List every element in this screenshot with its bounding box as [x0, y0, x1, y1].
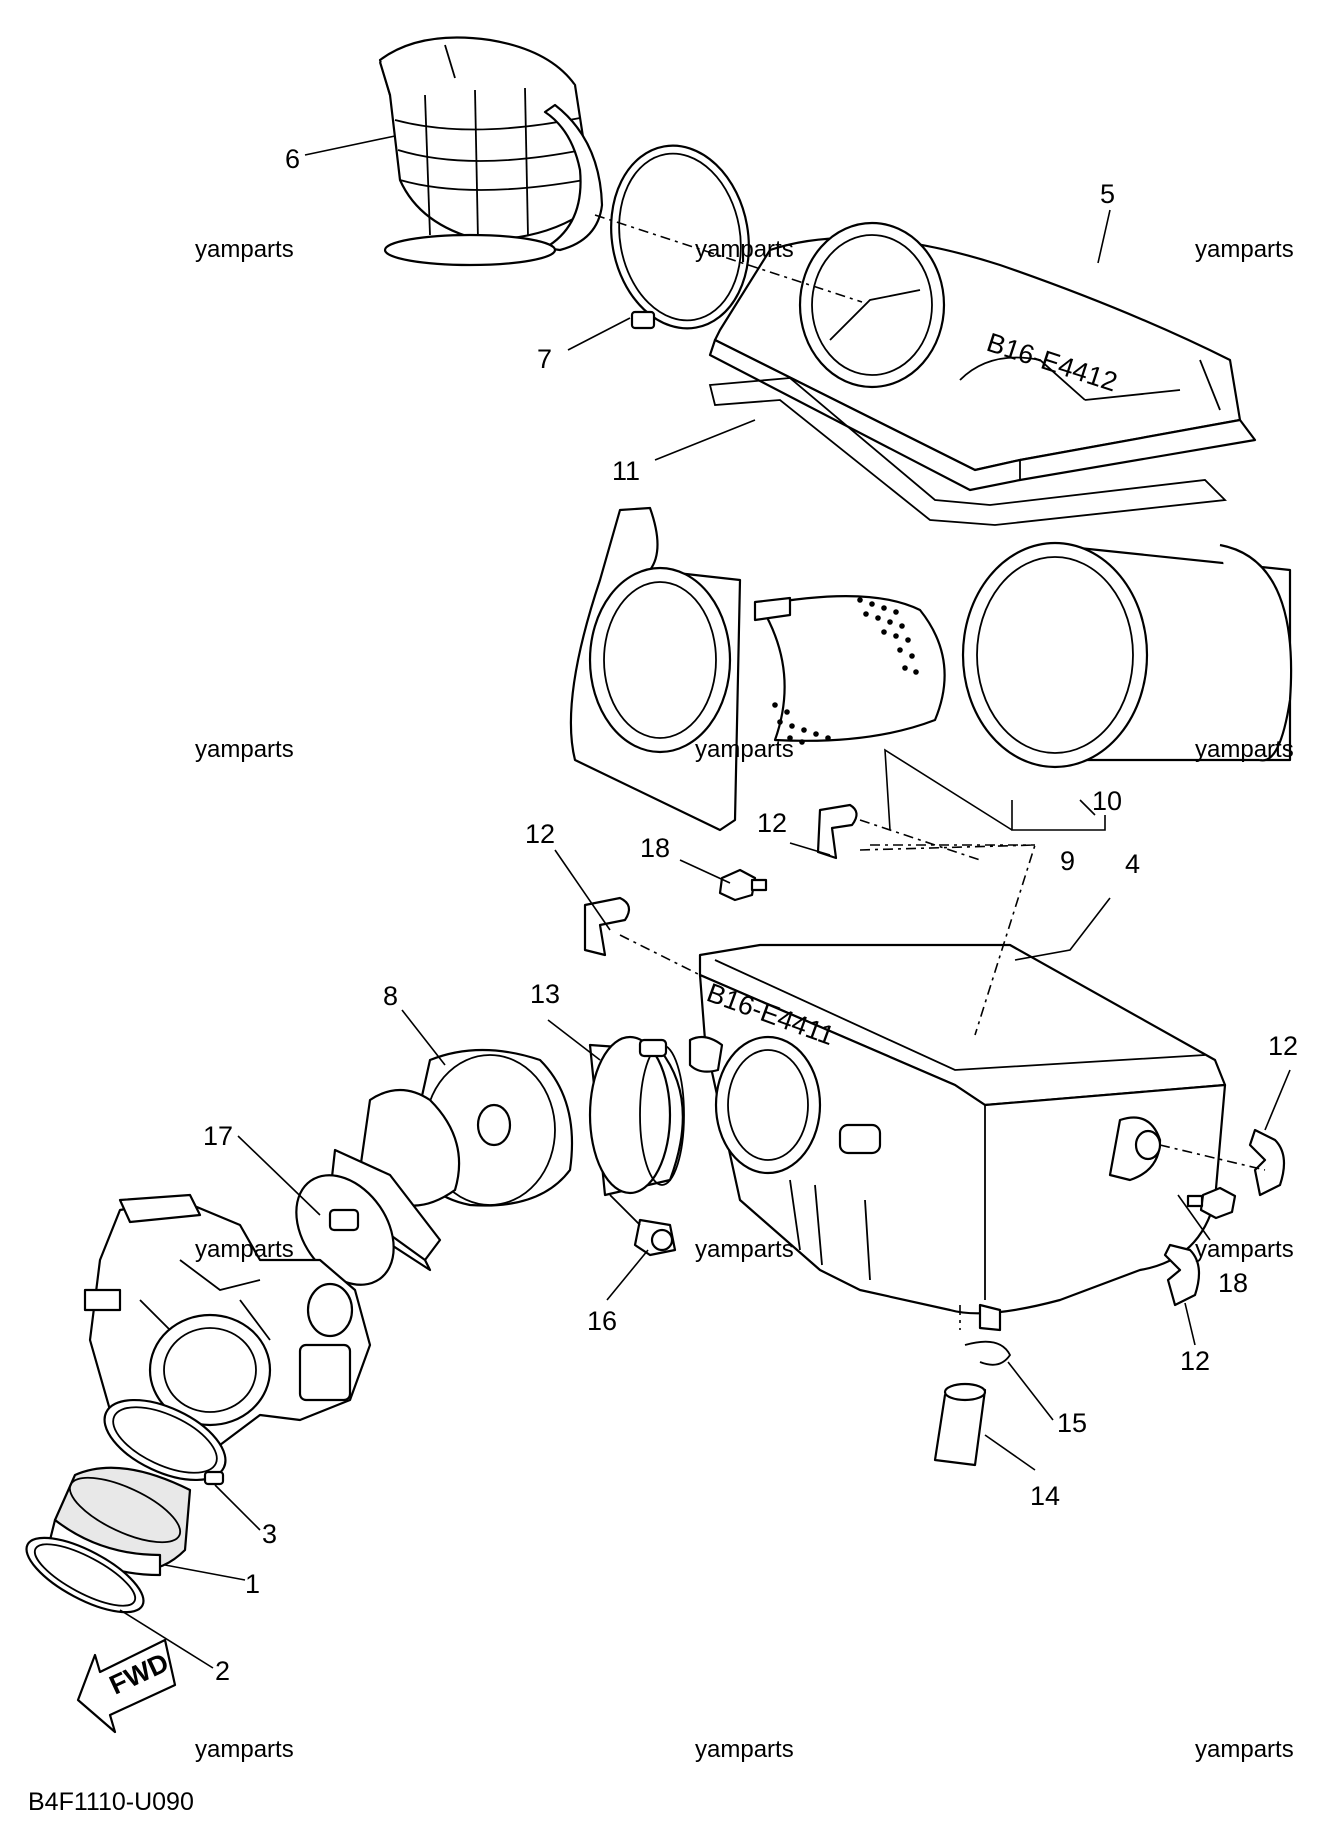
watermark: yamparts — [195, 736, 294, 763]
callout-13: 13 — [530, 979, 560, 1009]
callout-17: 17 — [203, 1121, 233, 1151]
watermark: yamparts — [195, 236, 294, 263]
callout-11: 11 — [612, 456, 640, 486]
watermark: yamparts — [195, 1736, 294, 1763]
part-9-filter-element-frame — [569, 506, 946, 832]
callout-9: 9 — [1060, 846, 1075, 876]
watermark: yamparts — [1195, 736, 1294, 763]
watermark: yamparts — [1195, 1736, 1294, 1763]
watermark: yamparts — [1195, 236, 1294, 263]
part-1-throttle-body-joint — [48, 1466, 192, 1577]
callout-12-d: 12 — [1180, 1346, 1210, 1376]
watermark: yamparts — [195, 1236, 294, 1263]
watermark: yamparts — [695, 1236, 794, 1263]
callout-16: 16 — [587, 1306, 617, 1336]
part-3-hose-clamp — [103, 1398, 227, 1486]
part-16-sensor — [609, 1194, 677, 1257]
watermark: yamparts — [695, 736, 794, 763]
filter-mesh-dots — [772, 597, 919, 745]
callout-14: 14 — [1030, 1481, 1060, 1511]
watermark: yamparts — [695, 1736, 794, 1763]
callout-3: 3 — [262, 1519, 277, 1549]
callout-18-b: 18 — [1218, 1268, 1248, 1298]
callout-7: 7 — [537, 344, 552, 374]
callout-8: 8 — [383, 981, 398, 1011]
part-13-joint — [588, 1035, 724, 1197]
callout-6: 6 — [285, 144, 300, 174]
callout-18-a: 18 — [640, 833, 670, 863]
part-15-clip — [964, 1340, 1012, 1366]
leader-lines — [119, 135, 1291, 1669]
callout-12-b: 12 — [757, 808, 787, 838]
callout-12-c: 12 — [1268, 1031, 1298, 1061]
part-12-clip-b — [816, 803, 858, 860]
part-18-bolt-a — [718, 868, 768, 902]
fwd-arrow: FWD — [76, 1638, 177, 1734]
part-7-hose-clamp — [610, 144, 750, 330]
watermarks: yamparts yamparts yamparts yamparts yamp… — [195, 236, 1294, 1763]
part-12-clip-d — [1163, 1243, 1201, 1307]
part-12-clip-a — [583, 896, 631, 957]
part-4-airbox-case: B16-E4411 — [698, 943, 1227, 1332]
diagram-code: B4F1110-U090 — [28, 1788, 194, 1816]
callout-5: 5 — [1100, 179, 1115, 209]
part-12-clip-c — [1248, 1128, 1286, 1197]
part-2-hose-clamp — [25, 1536, 145, 1614]
callout-1: 1 — [245, 1569, 260, 1599]
part-17-hose-clamp — [295, 1174, 395, 1286]
assembly-lines — [594, 214, 1266, 1330]
part-14-drain-plug — [933, 1382, 987, 1467]
callout-15: 15 — [1057, 1408, 1087, 1438]
callout-2: 2 — [215, 1656, 230, 1686]
callout-10: 10 — [1092, 786, 1122, 816]
part-6-intake-duct — [378, 36, 604, 267]
part-18-bolt-b — [1186, 1186, 1237, 1220]
part-10-filter-element — [961, 541, 1293, 769]
throttle-body-reference — [83, 1193, 372, 1447]
callout-numbers: 6 7 5 11 10 9 4 12 12 18 12 18 12 8 13 1… — [203, 144, 1298, 1686]
part-11-lid-seal — [708, 377, 1227, 526]
watermark: yamparts — [1195, 1236, 1294, 1263]
part-5-airbox-lid: B16-E4412 — [708, 221, 1257, 492]
watermark: yamparts — [695, 236, 794, 263]
callout-12-a: 12 — [525, 819, 555, 849]
callout-4: 4 — [1125, 849, 1140, 879]
